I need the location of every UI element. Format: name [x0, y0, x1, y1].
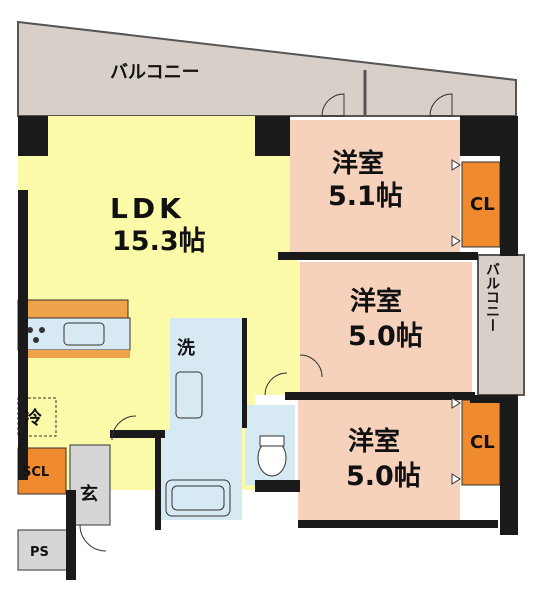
bedroom-1-area: 5.1帖	[328, 181, 403, 212]
ps-label: PS	[30, 545, 49, 560]
fridge-label: 冷	[24, 407, 42, 429]
bedroom-3-floor	[298, 398, 460, 526]
ldk-label: LDK	[110, 192, 185, 225]
closet-1-label: CL	[470, 194, 495, 215]
balcony-right-label: バルコニー	[484, 262, 500, 332]
bedroom-3-area: 5.0帖	[346, 461, 421, 492]
kitchen-counter-top	[17, 299, 129, 319]
bedroom-2-floor	[300, 262, 472, 395]
bathtub	[165, 479, 231, 517]
scl-label: SCL	[22, 465, 49, 480]
entrance-floor	[69, 444, 111, 526]
balcony-top	[17, 20, 517, 117]
bedroom-1-label: 洋室	[332, 148, 384, 179]
sink	[63, 322, 105, 346]
walls	[18, 116, 518, 580]
ldk-area: 15.3帖	[112, 226, 206, 257]
bedroom-2-label: 洋室	[350, 286, 402, 317]
kitchen-lower-counter	[18, 350, 130, 358]
closet-1	[461, 161, 501, 248]
bedroom-2-area: 5.0帖	[348, 321, 423, 352]
bedroom-1-floor	[290, 120, 460, 258]
washroom-label: 洗	[177, 337, 195, 359]
washbasin	[175, 371, 203, 419]
door-swings	[79, 93, 453, 552]
closet-2-label: CL	[470, 432, 495, 453]
closet-2	[461, 399, 501, 486]
balcony-top-label: バルコニー	[110, 62, 200, 83]
bedroom-3-label: 洋室	[348, 426, 400, 457]
entrance-label: 玄	[80, 483, 98, 505]
ps-box	[17, 529, 71, 571]
